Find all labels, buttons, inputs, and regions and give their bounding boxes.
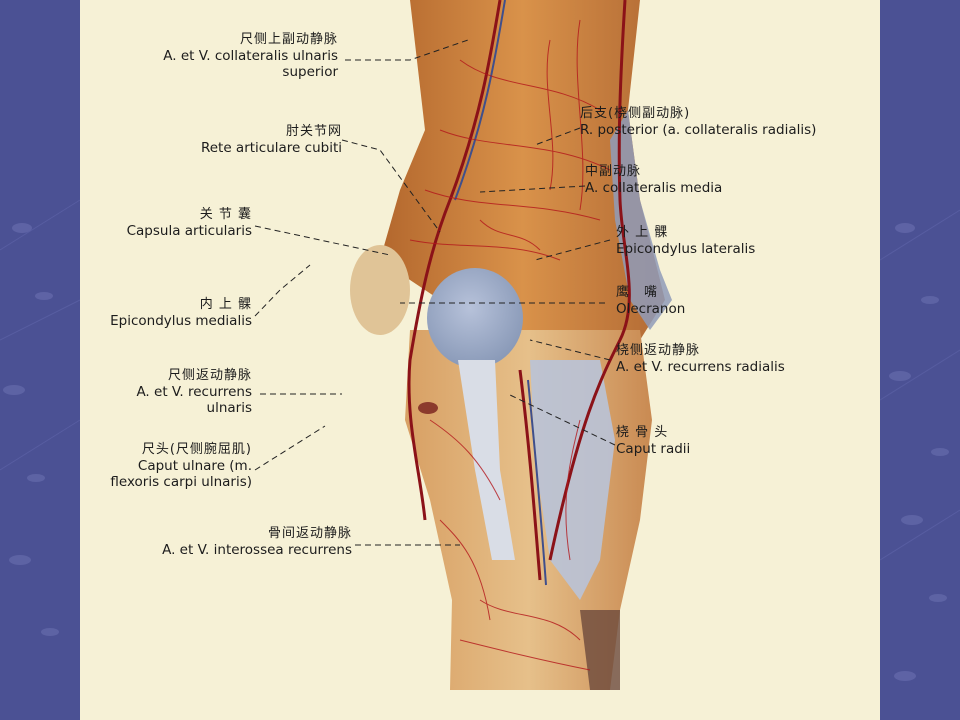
leader-epi-medialis [254,264,311,317]
slide: 尺侧上副动静脉 A. et V. collateralis ulnaris su… [80,0,880,720]
lateral-fascia [610,110,672,330]
label-recurrens-ulnaris: 尺侧返动静脉 A. et V. recurrens ulnaris [136,368,252,416]
radius-shaft [530,360,615,600]
label-collateralis-ulnaris-superior: 尺侧上副动静脉 A. et V. collateralis ulnaris su… [163,32,338,80]
leader-coll-ulnaris-sup [345,39,469,61]
leader-coll-media [479,185,586,193]
leader-epi-lateralis [534,239,611,261]
label-interossea-recurrens: 骨间返动静脉 A. et V. interossea recurrens [162,526,352,558]
upper-arm [380,0,665,350]
label-olecranon: 鹰 嘴 Olecranon [616,285,686,317]
leader-r-posterior [534,127,581,146]
leader-rete [341,139,441,233]
label-collateralis-media: 中副动脉 A. collateralis media [585,164,723,196]
leader-recurrens-radialis [529,339,611,361]
leader-capsula [254,225,391,256]
label-epicondylus-medialis: 内 上 髁 Epicondylus medialis [110,297,252,329]
label-rete-articulare: 肘关节网 Rete articulare cubiti [200,124,342,156]
leader-caput-ulnare [254,425,326,471]
ulna-shaft [458,360,515,560]
label-caput-radii: 桡 骨 头 Caput radii [616,425,691,457]
label-capsula-articularis: 关 节 囊 Capsula articularis [126,207,252,239]
label-r-posterior: 后支(桡侧副动脉) R. posterior (a. collateralis … [580,106,817,138]
elbow-illustration [254,0,672,690]
medial-epicondyle [350,245,410,335]
olecranon-bone [427,268,523,368]
label-recurrens-radialis: 桡侧返动静脉 A. et V. recurrens radialis [616,343,785,375]
label-caput-ulnare: 尺头(尺侧腕屈肌) Caput ulnare (m. flexoris carp… [110,442,252,490]
label-epicondylus-lateralis: 外 上 髁 Epicondylus lateralis [616,225,756,257]
